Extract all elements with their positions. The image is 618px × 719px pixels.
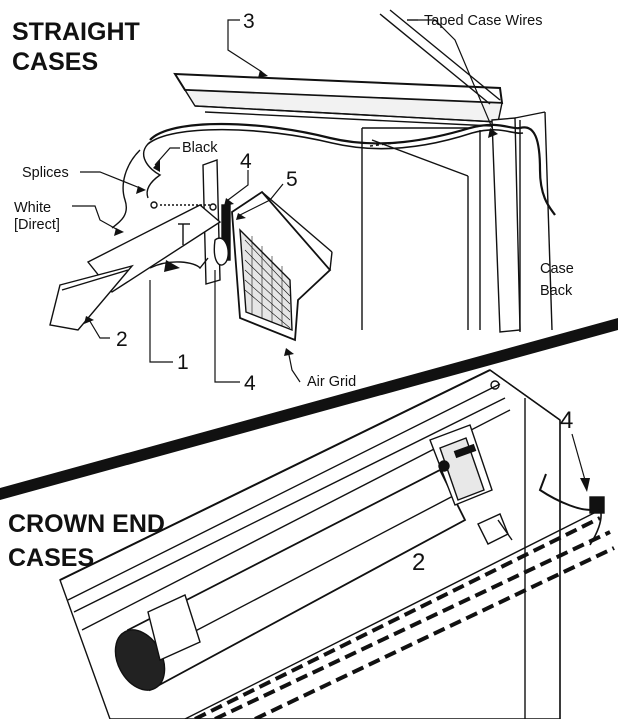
arrowhead-crown-wire [580,478,590,492]
arrowheads-top [84,70,498,356]
label-air-grid: Air Grid [307,374,356,390]
callout-3: 3 [243,10,255,33]
crown-end-heading-line2: CASES [8,544,94,572]
straight-case-illustration [49,9,556,342]
case-wires [149,122,556,216]
label-back: Back [540,283,573,299]
label-white-direct: [Direct] [14,217,60,233]
label-taped-case-wires: Taped Case Wires [424,13,542,29]
callout-1: 1 [177,351,189,374]
crown-end-illustration [59,369,615,719]
callout-4-bottom: 4 [244,372,256,395]
crown-callout-2: 2 [412,549,425,576]
callout-5: 5 [286,168,298,191]
crown-callout-4: 4 [560,407,573,434]
leader-lines-top [72,19,494,383]
label-white: White [14,200,51,216]
label-case: Case [540,261,574,277]
louver-slots [194,516,615,719]
air-grid-mesh [244,236,291,329]
case-back-frame [491,117,521,333]
section-divider [0,318,618,500]
callout-4-top: 4 [240,150,252,173]
label-black: Black [182,140,218,156]
straight-cases-heading-line1: STRAIGHT [12,18,140,46]
leader-lines-bottom [571,433,586,481]
label-splices: Splices [22,165,69,181]
straight-cases-heading-line2: CASES [12,48,98,76]
crown-end-heading-line1: CROWN END [8,510,165,538]
callout-2-top: 2 [116,328,128,351]
